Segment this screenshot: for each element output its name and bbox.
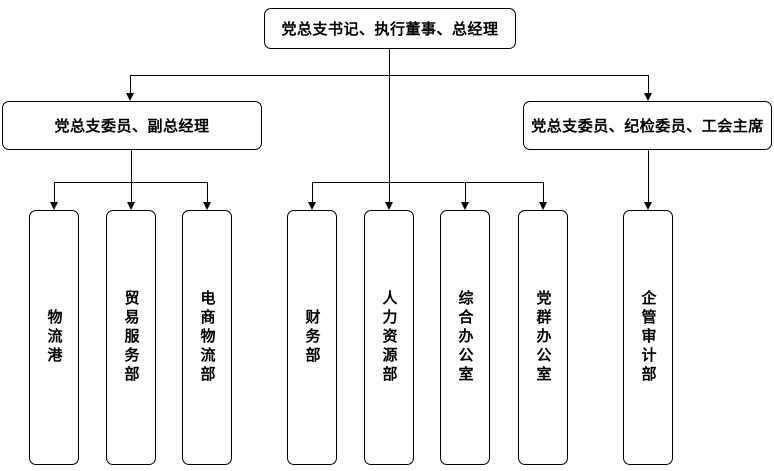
node-dept-general-office: 综合办公室: [440, 210, 490, 465]
node-dept-ecommerce-logistics: 电商物流部: [182, 210, 232, 465]
node-dept-trade-service-label: 贸易服务部: [122, 290, 140, 385]
connector-drop-deputy: [130, 75, 131, 94]
node-dept-party-mass-office: 党群办公室: [518, 210, 568, 465]
connector-drop-general-office: [465, 182, 466, 202]
node-dept-audit-label: 企管审计部: [639, 290, 657, 385]
arrow-down-icon: [127, 202, 135, 210]
connector-level1-horizontal: [130, 75, 649, 76]
arrow-down-icon: [461, 202, 469, 210]
connector-drop-party-mass: [543, 182, 544, 202]
connector-drop-trade-service: [131, 182, 132, 202]
connector-drop-ecommerce: [207, 182, 208, 202]
node-dept-party-mass-office-label: 党群办公室: [534, 290, 552, 385]
connector-drop-logistics-port: [54, 182, 55, 202]
node-dept-trade-service: 贸易服务部: [106, 210, 156, 465]
node-deputy-gm-label: 党总支委员、副总经理: [54, 118, 210, 135]
node-dept-hr: 人力资源部: [364, 210, 414, 465]
arrow-down-icon: [644, 93, 652, 101]
arrow-down-icon: [126, 93, 134, 101]
node-dept-finance-label: 财务部: [303, 309, 321, 366]
node-discipline-union-label: 党总支委员、纪检委员、工会主席: [531, 118, 764, 135]
connector-drop-discipline: [648, 75, 649, 94]
arrow-down-icon: [50, 202, 58, 210]
node-root-label: 党总支书记、执行董事、总经理: [281, 21, 499, 38]
node-dept-hr-label: 人力资源部: [380, 290, 398, 385]
arrow-down-icon: [539, 202, 547, 210]
node-dept-general-office-label: 综合办公室: [456, 290, 474, 385]
node-root: 党总支书记、执行董事、总经理: [264, 8, 516, 49]
arrow-down-icon: [308, 202, 316, 210]
node-dept-audit: 企管审计部: [623, 210, 673, 465]
node-dept-finance: 财务部: [287, 210, 337, 465]
connector-drop-finance: [312, 182, 313, 202]
node-dept-logistics-port: 物流港: [29, 210, 79, 465]
connector-root-vertical: [389, 49, 390, 182]
node-discipline-union: 党总支委员、纪检委员、工会主席: [523, 101, 772, 150]
arrow-down-icon: [203, 202, 211, 210]
connector-drop-hr: [389, 182, 390, 202]
node-dept-ecommerce-logistics-label: 电商物流部: [198, 290, 216, 385]
node-dept-logistics-port-label: 物流港: [45, 309, 63, 366]
arrow-down-icon: [385, 202, 393, 210]
node-deputy-gm: 党总支委员、副总经理: [2, 101, 262, 150]
arrow-down-icon: [644, 202, 652, 210]
connector-mid-group-horizontal: [312, 182, 544, 183]
connector-deputy-vertical: [131, 150, 132, 182]
connector-discipline-vertical: [648, 150, 649, 202]
